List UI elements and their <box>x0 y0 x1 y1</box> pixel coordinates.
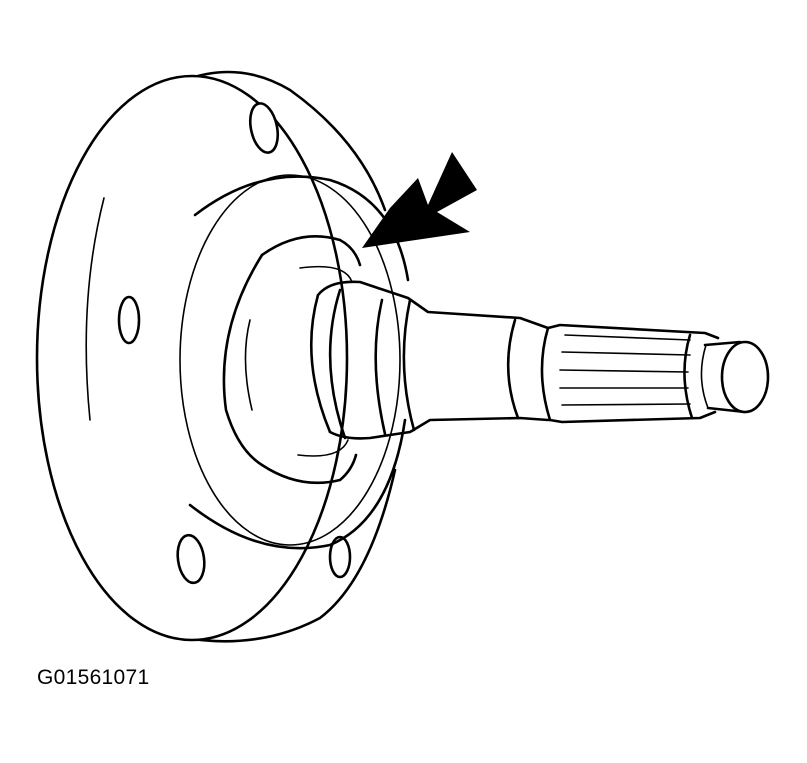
arrow-indicator <box>362 152 477 248</box>
bolt-hole <box>248 102 280 154</box>
bolt-hole <box>117 295 141 345</box>
bolt-holes <box>117 102 352 585</box>
seal-rings <box>179 174 410 550</box>
flange-disc <box>35 70 397 643</box>
bolt-hole <box>328 535 352 579</box>
shaft-tip <box>700 340 770 414</box>
figure-caption: G01561071 <box>37 666 150 689</box>
splined-end <box>546 323 720 424</box>
stub-shaft <box>310 280 552 440</box>
bolt-hole <box>176 533 206 585</box>
